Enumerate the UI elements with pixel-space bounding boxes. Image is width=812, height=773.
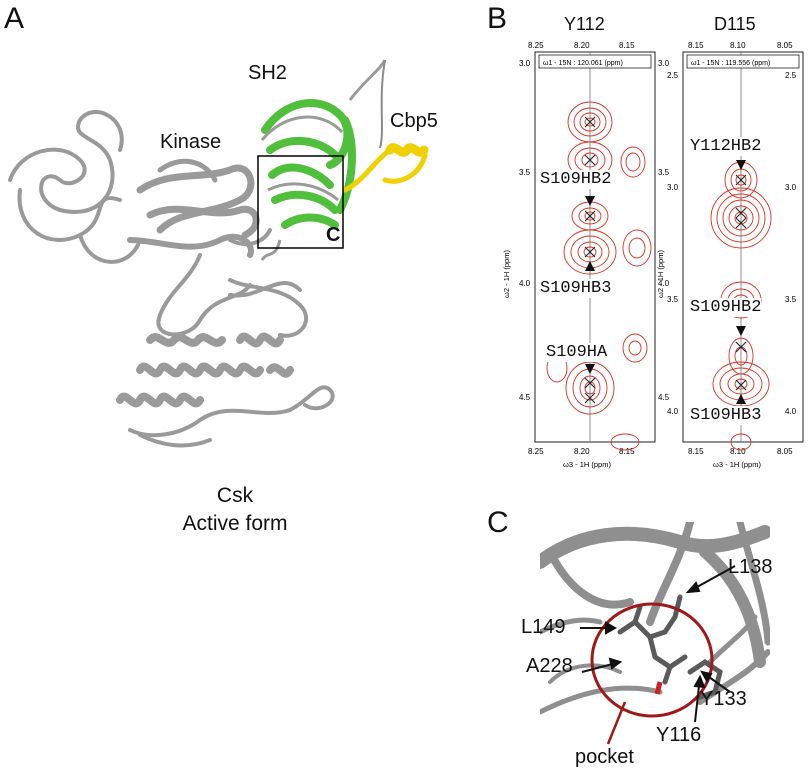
label-l138: L138 (728, 556, 773, 578)
strip-2-xtick-bottom-2: 8.10 (730, 447, 746, 456)
csk-structure-illustration (8, 59, 429, 448)
caption-active-form: Active form (182, 512, 288, 535)
strip-2-arrows (736, 160, 746, 404)
strip-2-title: D115 (714, 14, 756, 34)
strip-2: ω1 - 15N : 119.556 (ppm) 8.15 8.10 8.05 … (656, 41, 804, 469)
strip-1-ytick-l-4: 4.5 (519, 393, 531, 402)
nmr-strip-plots: ω1 - 15N : 120.061 (ppm) 8.25 8.20 8.15 … (502, 41, 804, 469)
kinase-ribbon (8, 109, 335, 448)
strip-2-xtick-top-1: 8.15 (688, 41, 704, 50)
sh2-overlay-ribbon (260, 59, 387, 261)
strip-2-header: ω1 - 15N : 119.556 (ppm) (691, 60, 770, 67)
label-y116: Y116 (656, 724, 702, 746)
strip-1-ytick-r-2: 3.5 (658, 168, 670, 177)
pocket-ribbons (540, 522, 770, 715)
panel-a-letter: A (4, 2, 25, 35)
strip-1-title: Y112 (564, 14, 605, 34)
pocket-circle (590, 602, 714, 718)
sh2-domain-ribbon (261, 99, 356, 229)
strip-1-annotation-s109hb3: S109HB3 (540, 279, 612, 298)
strip-1-annotation-s109ha: S109HA (546, 343, 608, 362)
kinase-label: Kinase (160, 131, 222, 153)
caption-csk: Csk (216, 484, 254, 507)
panel-b-letter: B (487, 2, 508, 35)
strip-2-ytick-r-4: 4.0 (785, 407, 797, 416)
strip-2-annotation-y112hb2: Y112HB2 (690, 137, 762, 156)
pocket-closeup-illustration (540, 522, 770, 745)
strip-1-xtick-top-2: 8.20 (574, 41, 590, 50)
strip-1-header: ω1 - 15N : 120.061 (ppm) (543, 60, 623, 67)
strip-1: ω1 - 15N : 120.061 (ppm) 8.25 8.20 8.15 … (502, 41, 670, 469)
strip-2-ytick-l-1: 2.5 (667, 71, 679, 80)
strip-1-xtick-top-1: 8.25 (528, 41, 544, 50)
strip-2-ytick-l-4: 4.0 (667, 407, 679, 416)
strip-2-xtick-bottom-3: 8.05 (777, 447, 793, 456)
sh2-label: SH2 (248, 62, 287, 84)
strip-1-ytick-r-1: 3.0 (658, 59, 670, 68)
cbp5-peptide-ribbon (342, 143, 429, 193)
strip-1-peak-marks (584, 116, 596, 404)
strip-2-annotation-s109hb2: S109HB2 (690, 298, 762, 317)
cbp5-linker-ribbon (379, 59, 386, 149)
strip-1-arrows (585, 196, 595, 374)
label-l149: L149 (521, 616, 566, 638)
pocket-pointer-arrows (580, 565, 736, 723)
strip-2-ytick-l-3: 3.5 (667, 295, 679, 304)
strip-2-peak-marks (735, 174, 747, 391)
strip-1-xtick-bottom-2: 8.20 (574, 447, 590, 456)
strip-2-xtick-bottom-1: 8.15 (688, 447, 704, 456)
strip-1-ytick-l-1: 3.0 (519, 59, 531, 68)
strip-1-ytick-l-3: 4.0 (519, 279, 531, 288)
strip-2-ytick-l-2: 3.0 (667, 183, 679, 192)
sidechain-sticks (617, 594, 723, 700)
strip-1-xtick-top-3: 8.15 (619, 41, 635, 50)
strip-2-annotation-s109hb3: S109HB3 (690, 406, 762, 425)
strip-2-ylabel: ω2 - 1H (ppm) (656, 250, 665, 298)
panel-c-letter: C (487, 506, 509, 539)
hydroxyl-stick (654, 681, 663, 695)
strip-2-ytick-r-2: 3.0 (785, 183, 797, 192)
strip-1-ytick-r-4: 4.5 (658, 393, 670, 402)
label-y133: Y133 (700, 688, 747, 710)
strip-1-annotation-s109hb2: S109HB2 (540, 170, 612, 189)
strip-1-ylabel: ω2 - 1H (ppm) (502, 250, 511, 298)
strip-2-ytick-r-3: 3.5 (785, 295, 797, 304)
strip-1-xlabel: ω3 - 1H (ppm) (563, 460, 611, 469)
pocket-pointer-line (606, 701, 627, 745)
strip-2-xlabel: ω3 - 1H (ppm) (713, 460, 761, 469)
strip-1-xtick-bottom-3: 8.15 (619, 447, 635, 456)
strip-1-ytick-r-3: 4.0 (658, 279, 670, 288)
strip-2-ytick-r-1: 2.5 (785, 71, 797, 80)
strip-2-xtick-top-2: 8.10 (730, 41, 746, 50)
inset-box (257, 155, 344, 249)
cbp5-label: Cbp5 (390, 110, 438, 132)
strip-1-ytick-l-2: 3.5 (519, 168, 531, 177)
label-a228: A228 (526, 655, 573, 677)
label-pocket: pocket (575, 746, 634, 768)
strip-2-xtick-top-3: 8.05 (777, 41, 793, 50)
inset-c-label: C (326, 224, 341, 246)
strip-1-xtick-bottom-1: 8.25 (528, 447, 544, 456)
